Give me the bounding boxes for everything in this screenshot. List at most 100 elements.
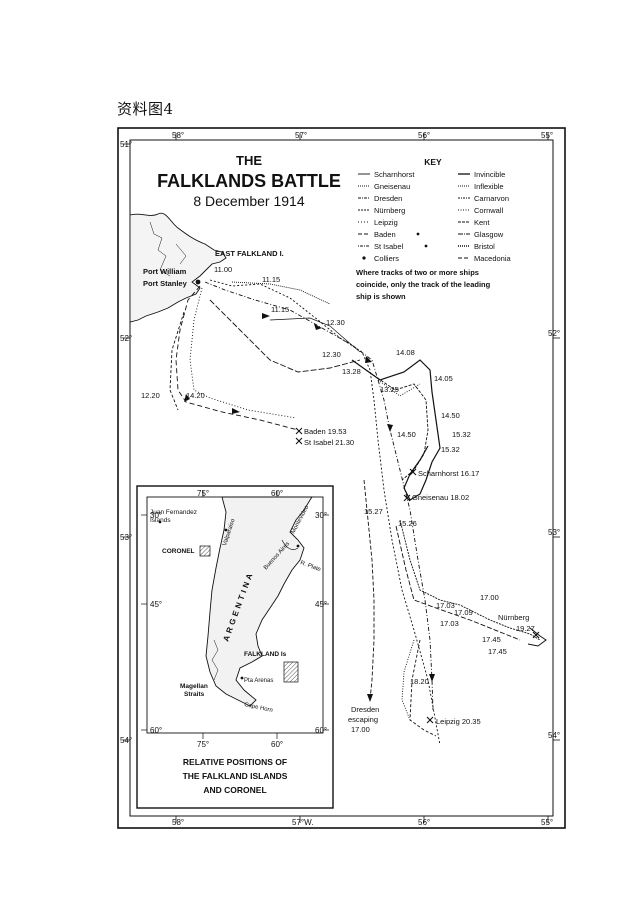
map-key: KEY Scharnhorst Gneisenau Dresden Nürnbe…: [356, 157, 512, 301]
inset-lon-label: 60°: [271, 740, 283, 749]
inset-lat-label: 45°: [315, 600, 327, 609]
time-label: 15.27: [364, 507, 383, 516]
lat-label-left: 54°: [120, 736, 132, 745]
time-label: 15.32: [441, 445, 460, 454]
key-entry: Leipzig: [374, 218, 398, 227]
map-subtitle-date: 8 December 1914: [193, 193, 305, 209]
baden-label: Baden 19.53: [304, 427, 347, 436]
key-entry: Nürnberg: [374, 206, 405, 215]
east-falkland-island: [129, 212, 227, 323]
inset-lat-label: 60°: [150, 726, 162, 735]
lat-label-right: 53°: [548, 528, 560, 537]
key-entry: Inflexible: [474, 182, 504, 191]
island-inlets: [149, 221, 187, 277]
time-label: 14.50: [397, 430, 416, 439]
inset-label-magellan: Straits: [184, 691, 205, 698]
lon-label-top: 56°: [418, 131, 430, 140]
port-william-label: Port William: [143, 267, 187, 276]
time-label: 15.26: [398, 519, 417, 528]
time-label: 12.30: [326, 318, 345, 327]
time-label: 14.08: [396, 348, 415, 357]
inset-map: 75° 60° 75° 60° 30° 45° 60° 30° 45° 60° …: [136, 485, 334, 809]
lat-label-left: 53°: [120, 533, 132, 542]
south-america-outline: [205, 496, 313, 707]
key-entry: Carnarvon: [474, 194, 509, 203]
key-title: KEY: [424, 157, 442, 167]
time-label: 13.28: [342, 367, 361, 376]
lon-label-top: 55°: [541, 131, 553, 140]
nurnberg-time-label: 19.27: [516, 624, 535, 633]
ship-tracks: [169, 279, 547, 746]
inset-lon-label: 75°: [197, 489, 209, 498]
lon-label-bottom: 56°: [418, 818, 430, 827]
lon-label-bottom: 57°W.: [292, 818, 313, 827]
key-entry: Macedonia: [474, 254, 512, 263]
lat-label-left: 52°: [120, 334, 132, 343]
inset-label-juan: Juan Fernandez: [150, 509, 197, 516]
time-label: 12.30: [322, 350, 341, 359]
key-entry: Invincible: [474, 170, 505, 179]
key-entry: Bristol: [474, 242, 495, 251]
juan-fernandez-marker: [158, 520, 162, 524]
time-label: 17.09: [454, 608, 473, 617]
time-label: 11.15: [271, 305, 289, 314]
lon-label-bottom: 58°: [172, 818, 184, 827]
figure-caption: 资料图4: [117, 100, 174, 118]
map-inner-frame: [129, 139, 554, 817]
key-note: coincide, only the track of the leading: [356, 280, 491, 289]
river-plate: [281, 539, 299, 550]
lat-label-left: 51°: [120, 140, 132, 149]
inset-lon-label: 60°: [271, 489, 283, 498]
map-title-the: THE: [236, 153, 262, 168]
lon-label-bottom: 55°: [541, 818, 553, 827]
lat-label-right: 54°: [548, 731, 560, 740]
lat-label-right: 52°: [548, 329, 560, 338]
time-label: 14.50: [441, 411, 460, 420]
time-label: 17.45: [488, 647, 507, 656]
time-label: 14.20: [186, 391, 205, 400]
inset-label-falkland: FALKLAND Is: [244, 651, 287, 658]
key-entry: Baden: [374, 230, 396, 239]
map-title: FALKLANDS BATTLE: [157, 171, 341, 191]
inset-lat-label: 60°: [315, 726, 327, 735]
key-entry: Gneisenau: [374, 182, 410, 191]
time-label: 11.15: [262, 275, 280, 284]
inset-lon-label: 75°: [197, 740, 209, 749]
east-falkland-label: EAST FALKLAND I.: [215, 249, 284, 258]
map-outer-frame: [117, 127, 566, 829]
lon-label-top: 58°: [172, 131, 184, 140]
inset-lat-label: 30°: [150, 511, 162, 520]
inset-caption: RELATIVE POSITIONS OF: [183, 757, 287, 767]
key-entry: Scharnhorst: [374, 170, 415, 179]
leipzig-label: Leipzig 20.35: [436, 717, 481, 726]
lon-label-top: 57°: [295, 131, 307, 140]
pta-arenas-marker: [240, 676, 244, 680]
gneisenau-label: Gneisenau 18.02: [412, 493, 469, 502]
key-entry: Kent: [474, 218, 490, 227]
time-label: 14.05: [434, 374, 453, 383]
port-stanley-marker: [195, 279, 201, 285]
key-entry: St Isabel: [374, 242, 404, 251]
time-label: 17.03: [440, 619, 459, 628]
falkland-area-box: [283, 661, 299, 683]
time-label: 17.00: [480, 593, 499, 602]
time-label: 15.32: [452, 430, 471, 439]
inset-label-juan: Islands: [150, 517, 171, 524]
time-label: 17.03: [436, 601, 455, 610]
key-note: ship is shown: [356, 292, 406, 301]
dresden-label: 17.00: [351, 725, 370, 734]
nurnberg-label: Nürnberg: [498, 613, 529, 622]
time-label: 17.45: [482, 635, 501, 644]
inset-lat-label: 45°: [150, 600, 162, 609]
key-entry: Dresden: [374, 194, 402, 203]
track-arrows: [184, 313, 435, 702]
sinking-markers: [295, 427, 540, 724]
key-entry: Glasgow: [474, 230, 504, 239]
key-entry: Cornwall: [474, 206, 504, 215]
time-label: 12.20: [141, 391, 160, 400]
inset-lat-label: 30°: [315, 511, 327, 520]
inset-label-cape-horn: Cape Horn: [244, 702, 274, 714]
time-label: 18.20: [410, 677, 429, 686]
inset-label-pta-arenas: Pta Arenas: [244, 678, 273, 684]
